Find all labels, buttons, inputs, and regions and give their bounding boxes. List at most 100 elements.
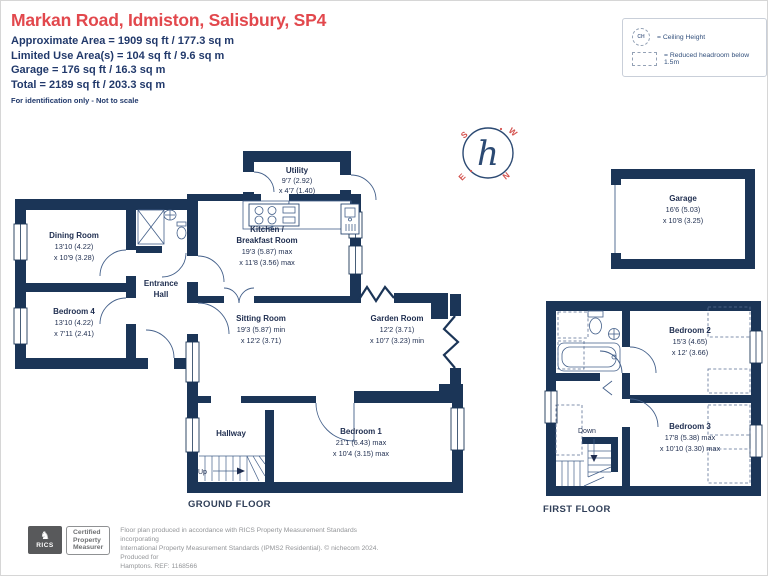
stove-icon — [248, 203, 300, 227]
west-letter: W — [507, 125, 520, 138]
dining-dim2: x 10'9 (3.28) — [54, 253, 94, 262]
garage-walls — [611, 169, 755, 269]
ground-floor-doors — [99, 171, 377, 442]
disclaimer: For identification only - Not to scale — [11, 96, 139, 105]
cert-line2: Property — [73, 536, 101, 544]
bathroom-fixtures — [137, 209, 187, 245]
kitchen-dim1: 19'3 (5.87) max — [242, 247, 293, 256]
toilet-icon — [587, 310, 604, 335]
garage-dim1: 16'6 (5.03) — [666, 205, 701, 214]
bedroom1-dim2: x 10'4 (3.15) max — [333, 449, 389, 458]
ground-floor-labels: Utility 9'7 (2.92) x 4'7 (1.40) Kitchen … — [49, 166, 424, 458]
utility-dim1: 9'7 (2.92) — [282, 176, 313, 185]
ground-floor-caption: GROUND FLOOR — [188, 499, 271, 510]
bedroom4-label: Bedroom 4 — [53, 307, 95, 316]
certified-property-measurer-badge: Certified Property Measurer — [66, 526, 111, 555]
legal-line2: International Property Measurement Stand… — [120, 545, 379, 561]
sink-icon — [608, 328, 620, 340]
reduced-headroom-label: = Reduced headroom below 1.5m — [664, 52, 750, 66]
ground-floor-walls — [15, 151, 463, 493]
first-floor-doors — [599, 346, 659, 428]
bedroom3-dim1: 17'8 (5.38) max — [665, 433, 716, 442]
entrance-hall-label: Entrance — [144, 279, 179, 288]
bedroom4-dim1: 13'10 (4.22) — [55, 318, 94, 327]
first-floor-walls — [546, 301, 761, 496]
utility-dim2: x 4'7 (1.40) — [279, 186, 315, 195]
legal-line3: Hamptons. REF: 1168566 — [120, 563, 198, 570]
limited-use-area: Limited Use Area(s) = 104 sq ft / 9.6 sq… — [11, 49, 225, 62]
bedroom3-label: Bedroom 3 — [669, 422, 711, 431]
compass-dot-w — [499, 127, 503, 131]
garage-labels: Garage 16'6 (5.03) x 10'8 (3.25) — [663, 194, 703, 225]
stairs-down: Down — [556, 428, 612, 487]
first-floor-windows — [544, 330, 763, 458]
legal-line1: Floor plan produced in accordance with R… — [120, 527, 358, 543]
reduced-headroom-icon — [632, 52, 657, 66]
garage-dim2: x 10'8 (3.25) — [663, 216, 703, 225]
total-area: Total = 2189 sq ft / 203.3 sq m — [11, 78, 166, 91]
header: Markan Road, Idmiston, Salisbury, SP4 Ap… — [11, 10, 326, 105]
ceiling-height-icon: CH — [632, 28, 650, 46]
ground-floor-plan: Up Utility 9'7 (2.92) x 4'7 (1.40) Kitch… — [13, 151, 465, 493]
entrance-hall-label2: Hall — [154, 290, 169, 299]
sitting-dim1: 19'3 (5.87) min — [237, 325, 285, 334]
kitchen-label2: Breakfast Room — [236, 236, 297, 245]
garage-area: Garage = 176 sq ft / 16.3 sq m — [11, 64, 166, 76]
bedroom2-dim1: 15'3 (4.65) — [673, 337, 708, 346]
compass-logo: h — [477, 134, 499, 174]
footer: ♞ RICS Certified Property Measurer Floor… — [28, 526, 390, 571]
first-floor-fixtures — [557, 310, 621, 372]
garden-room-label: Garden Room — [371, 314, 424, 323]
bedroom3-dim2: x 10'10 (3.30) max — [660, 444, 721, 453]
garage-label: Garage — [669, 194, 697, 203]
dining-label: Dining Room — [49, 231, 99, 240]
rics-badge: ♞ RICS — [28, 526, 62, 554]
legal-text: Floor plan produced in accordance with R… — [120, 526, 390, 571]
first-floor-labels: Bedroom 2 15'3 (4.65) x 12' (3.66) Bedro… — [660, 326, 721, 453]
garage-plan: Garage 16'6 (5.03) x 10'8 (3.25) — [611, 169, 755, 269]
up-label: Up — [198, 469, 207, 476]
south-letter: S — [459, 129, 470, 141]
bathtub-icon — [557, 342, 621, 372]
page-title: Markan Road, Idmiston, Salisbury, SP4 — [11, 10, 327, 30]
bedroom2-label: Bedroom 2 — [669, 326, 711, 335]
stairs-up: Up — [198, 455, 266, 482]
hallway-label: Hallway — [216, 429, 246, 438]
shower-icon — [137, 209, 165, 245]
sink-icon — [163, 209, 177, 221]
dining-dim1: 13'10 (4.22) — [55, 242, 94, 251]
bedroom2-dim2: x 12' (3.66) — [672, 348, 708, 357]
toilet-icon — [176, 221, 187, 240]
sitting-dim2: x 12'2 (3.71) — [241, 336, 281, 345]
approximate-area: Approximate Area = 1909 sq ft / 177.3 sq… — [11, 35, 235, 47]
compass: h S W E N — [456, 125, 520, 182]
bedroom1-dim1: 21'1 (6.43) max — [336, 438, 387, 447]
cert-line1: Certified — [73, 529, 101, 536]
down-arrow-icon — [590, 455, 598, 462]
north-letter: N — [501, 170, 512, 182]
up-arrow-icon — [237, 467, 245, 475]
down-label: Down — [578, 428, 596, 435]
kitchen-dim2: x 11'8 (3.56) max — [239, 258, 295, 267]
garden-dim2: x 10'7 (3.23) min — [370, 336, 424, 345]
ceiling-height-label: = Ceiling Height — [657, 33, 706, 41]
kitchen-sink-icon — [340, 203, 360, 235]
kitchen-label: Kitchen / — [250, 225, 285, 234]
first-floor-caption: FIRST FLOOR — [543, 504, 611, 515]
kitchen-fixtures — [242, 200, 360, 235]
compass-circle — [462, 127, 514, 179]
legend-reduced-headroom: = Reduced headroom below 1.5m — [632, 48, 760, 70]
utility-label: Utility — [286, 166, 309, 175]
legend-ceiling-height: CH = Ceiling Height — [632, 26, 760, 48]
sitting-room-label: Sitting Room — [236, 314, 286, 323]
compass-dot-e — [469, 169, 473, 173]
east-letter: E — [456, 171, 467, 182]
rics-label: RICS — [36, 542, 54, 549]
cert-line3: Measurer — [73, 544, 104, 552]
bedroom1-label: Bedroom 1 — [340, 427, 382, 436]
bedroom4-dim2: x 7'11 (2.41) — [54, 329, 94, 338]
first-floor-plan: Down Bedroom 2 15'3 (4.65) x 12' (3.66) … — [544, 301, 763, 496]
legend-box: CH = Ceiling Height = Reduced headroom b… — [622, 18, 767, 77]
ground-floor-open-boundaries — [357, 284, 460, 369]
